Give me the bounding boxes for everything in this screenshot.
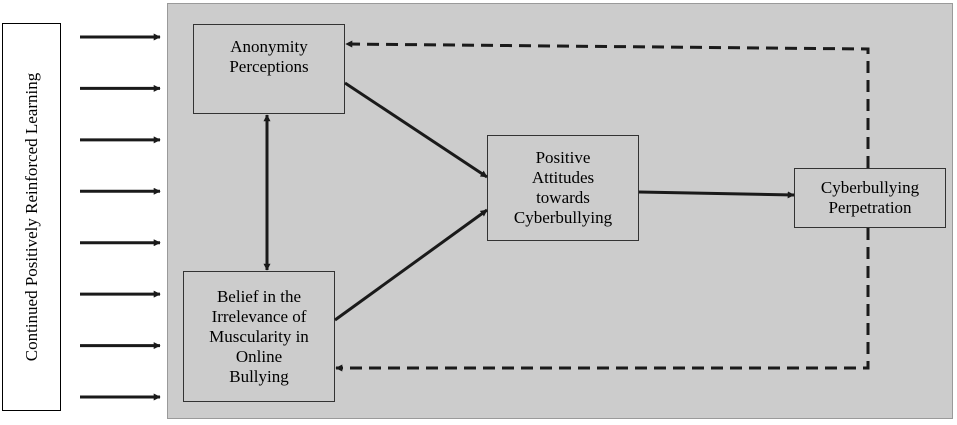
node-anonymity-perceptions: Anonymity Perceptions: [193, 24, 345, 114]
node-positive-attitudes: Positive Attitudes towards Cyberbullying: [487, 135, 639, 241]
arrow-attitudes-to-perpetration: [638, 190, 795, 199]
side-label-box: Continued Positively Reinforced Learning: [2, 23, 61, 411]
arrow-belief-to-attitudes: [334, 208, 488, 322]
input-arrows-group: [80, 33, 161, 401]
node-belief-label: Belief in the Irrelevance of Muscularity…: [209, 286, 309, 386]
dashed-feedback-to-anonymity: [345, 40, 870, 168]
dashed-feedback-to-belief: [335, 228, 870, 372]
node-belief-muscularity: Belief in the Irrelevance of Muscularity…: [183, 271, 335, 402]
arrow-anonymity-to-attitudes: [344, 81, 488, 179]
node-anonymity-label: Anonymity Perceptions: [229, 37, 309, 76]
node-cyberbullying-perpetration: Cyberbullying Perpetration: [794, 168, 946, 228]
node-attitudes-label: Positive Attitudes towards Cyberbullying: [513, 148, 613, 227]
node-perpetration-label: Cyberbullying Perpetration: [820, 178, 920, 217]
